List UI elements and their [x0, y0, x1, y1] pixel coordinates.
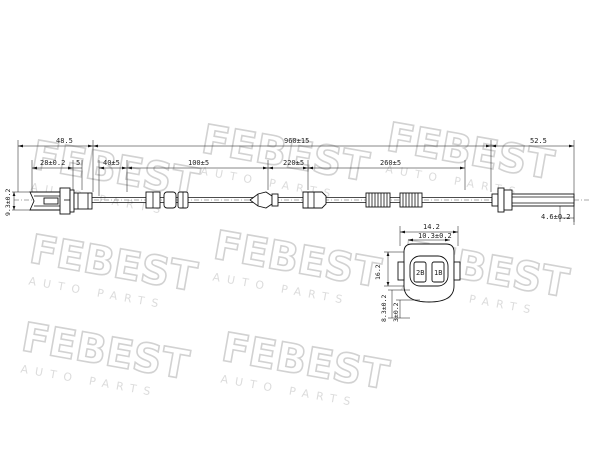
- dim-left-vertical: [12, 191, 30, 211]
- dim-52-5-label: 52.5: [530, 137, 547, 145]
- dim-260-label: 260±5: [380, 159, 401, 167]
- dim-16-2-label: 16.2: [374, 264, 382, 280]
- pin-label-1b: 1B: [434, 269, 442, 277]
- dim-14-2-label: 14.2: [423, 223, 440, 231]
- extension-lines: [17, 140, 575, 225]
- dim-10-3-label: 10.3±0.2: [418, 232, 452, 240]
- dim-5-label: 5: [76, 159, 80, 167]
- pin-label-2b: 2B: [416, 269, 424, 277]
- sensor-head: [29, 187, 93, 215]
- bracket-clip: [302, 191, 327, 209]
- cable-clip-group-1: [145, 191, 189, 209]
- dim-4-6-label: 4.6±0.2: [541, 213, 571, 221]
- dimension-row-top: [18, 144, 574, 148]
- dim-48-5-label: 48.5: [56, 137, 73, 145]
- connector-plug: [491, 187, 575, 213]
- dim-right-small: [559, 206, 575, 222]
- dimension-row-second: [32, 166, 465, 170]
- connector-face-view: [384, 226, 461, 319]
- dim-960-label: 960±15: [284, 137, 309, 145]
- dim-40-label: 40±5: [103, 159, 120, 167]
- dim-8-3-label: 8.3±0.2: [380, 295, 388, 322]
- dim-100-label: 100±5: [188, 159, 209, 167]
- dim-3-label: 3±0.2: [392, 302, 400, 322]
- grommet: [249, 191, 279, 209]
- dim-28-label: 28±0.2: [40, 159, 65, 167]
- dim-9-3-label: 9.3±0.2: [4, 189, 12, 216]
- corrugated-sleeve: [365, 192, 423, 208]
- dim-220-label: 220±5: [283, 159, 304, 167]
